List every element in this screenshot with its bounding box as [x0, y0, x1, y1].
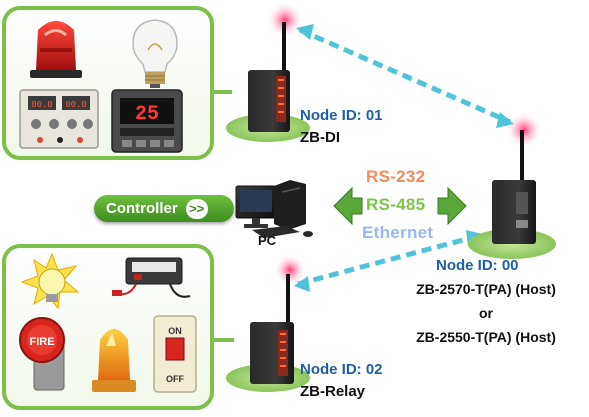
zb-relay-device-icon [226, 274, 310, 392]
alert-lamp-icon [20, 252, 80, 310]
pc-icon [235, 180, 313, 238]
protocol-rs485: RS-485 [366, 195, 426, 214]
controller-button: Controller >> [94, 195, 234, 222]
host-device-icon [468, 130, 556, 259]
signal-glow-icon [267, 2, 303, 38]
svg-text:00.0: 00.0 [31, 100, 53, 110]
node-01-type: ZB-DI [300, 129, 340, 146]
battery-charger-icon [112, 257, 191, 298]
link-arrow-head-icon [294, 276, 310, 292]
fire-alarm-label: FIRE [29, 336, 54, 348]
siren-icon [30, 21, 82, 78]
node-00-type: ZB-2570-T(PA) (Host) [416, 281, 556, 297]
switch-on-label: ON [168, 326, 182, 336]
light-bulb-icon [132, 19, 178, 88]
warning-beacon-icon [92, 329, 136, 392]
on-off-switch-icon: ON OFF [153, 315, 197, 393]
protocol-ethernet: Ethernet [362, 223, 434, 242]
temperature-controller-icon: 25 [111, 89, 183, 153]
bidirectional-arrow-icon [333, 186, 467, 226]
node-00-id: Node ID: 00 [436, 257, 519, 274]
node-02-id: Node ID: 02 [300, 361, 383, 378]
wireless-links [297, 27, 512, 287]
input-devices-panel: 00.0 00.0 25 [2, 6, 232, 160]
double-chevron-right-icon: >> [185, 198, 208, 219]
switch-off-label: OFF [166, 374, 184, 384]
controller-label: Controller [106, 200, 178, 217]
temperature-readout: 25 [135, 103, 159, 126]
wireless-link-di [298, 27, 512, 125]
svg-text:00.0: 00.0 [65, 100, 87, 110]
output-devices-panel: FIRE ON OFF [2, 244, 234, 410]
node-01-id: Node ID: 01 [300, 107, 383, 124]
fire-alarm-icon: FIRE [19, 317, 65, 391]
node-02-type: ZB-Relay [300, 383, 366, 400]
power-supply-icon: 00.0 00.0 [19, 89, 99, 149]
node-00-or: or [479, 305, 493, 321]
zb-di-device-icon [226, 22, 310, 142]
signal-glow-icon [274, 254, 306, 286]
pc-label: PC [258, 233, 277, 248]
node-00-alt-type: ZB-2550-T(PA) (Host) [416, 329, 556, 345]
protocol-rs232: RS-232 [366, 167, 426, 186]
